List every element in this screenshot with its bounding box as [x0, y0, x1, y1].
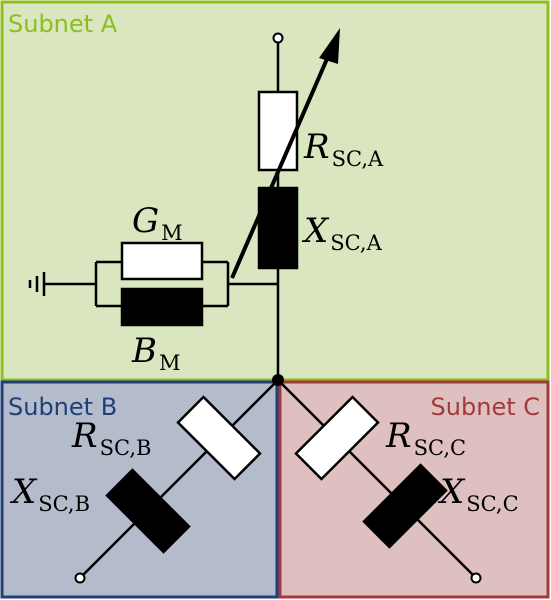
subnet-a-label: Subnet A — [8, 10, 118, 38]
resistor-r-sc-c — [294, 395, 380, 481]
label-x-sc-a: XSC,A — [301, 211, 383, 255]
label-r-sc-a: RSC,A — [303, 127, 384, 171]
reactor-x-sc-c — [362, 463, 448, 549]
resistor-r-sc-a — [257, 90, 299, 172]
subnet-b-label: Subnet B — [8, 393, 117, 421]
terminal-node-b-icon — [74, 572, 86, 584]
label-r-sc-c: RSC,C — [385, 416, 466, 460]
wires-subnet-a — [44, 42, 280, 380]
label-g-m: GM — [132, 201, 183, 245]
wires-subnet-b-c — [79, 379, 477, 579]
label-r-sc-b: RSC,B — [71, 416, 151, 460]
terminal-node-icon — [272, 32, 284, 44]
label-x-sc-b: XSC,B — [9, 472, 90, 516]
variable-arrow-icon — [230, 28, 340, 279]
subnet-c-label: Subnet C — [431, 393, 540, 421]
ground-icon — [28, 272, 46, 296]
label-x-sc-c: XSC,C — [437, 472, 519, 516]
resistor-r-sc-b — [176, 395, 262, 481]
conductance-g-m — [120, 241, 204, 281]
terminal-node-c-icon — [470, 572, 482, 584]
reactor-x-sc-b — [105, 468, 191, 554]
susceptance-b-m — [120, 287, 204, 327]
label-b-m: BM — [131, 331, 181, 375]
